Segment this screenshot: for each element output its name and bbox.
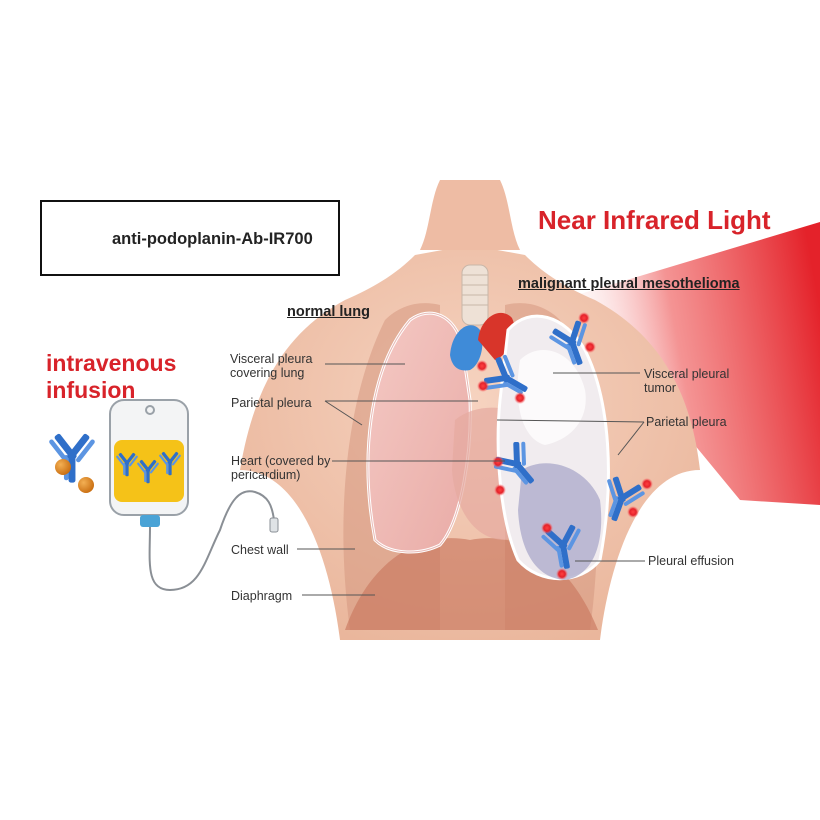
infusion-title-line2: infusion: [46, 377, 136, 403]
nir-dot: [541, 522, 553, 534]
left-leader-lines: [297, 363, 505, 596]
nir-dot: [477, 380, 489, 392]
legend-label: anti-podoplanin-Ab-IR700: [112, 230, 313, 248]
normal-lung-heading: normal lung: [287, 304, 370, 320]
label-parietal-pleura-right: Parietal pleura: [646, 415, 727, 429]
label-parietal-pleura-left: Parietal pleura: [231, 396, 312, 410]
legend-box: [40, 200, 340, 276]
nir-dot: [584, 341, 596, 353]
nir-dot: [476, 360, 488, 372]
nir-dot: [556, 568, 568, 580]
neck: [420, 180, 520, 250]
infusion-title-line1: intravenous: [46, 350, 177, 376]
nir-dot: [492, 456, 504, 468]
nir-title: Near Infrared Light: [538, 205, 771, 235]
label-heart: Heart (covered by pericardium): [231, 454, 331, 482]
nir-dot: [627, 506, 639, 518]
right-leader-lines: [496, 372, 645, 562]
label-chest-wall: Chest wall: [231, 543, 289, 557]
label-visceral-tumor: Visceral pleural tumor: [644, 367, 730, 395]
nir-dot: [514, 392, 526, 404]
nir-dot: [578, 312, 590, 324]
trachea-rings: [462, 274, 488, 306]
label-diaphragm: Diaphragm: [231, 589, 293, 603]
label-visceral-pleura: Visceral pleura covering lung: [230, 352, 313, 380]
nir-beam: [560, 222, 820, 505]
nir-dot: [641, 478, 653, 490]
label-pleural-effusion: Pleural effusion: [648, 554, 734, 568]
infusion-antibody-icon: [48, 432, 96, 493]
vein: [450, 325, 483, 371]
mesothelioma-heading: malignant pleural mesothelioma: [518, 276, 740, 292]
infusion-title: intravenous infusion: [46, 350, 216, 404]
nir-dot: [494, 484, 506, 496]
pleural-effusion: [518, 463, 602, 580]
